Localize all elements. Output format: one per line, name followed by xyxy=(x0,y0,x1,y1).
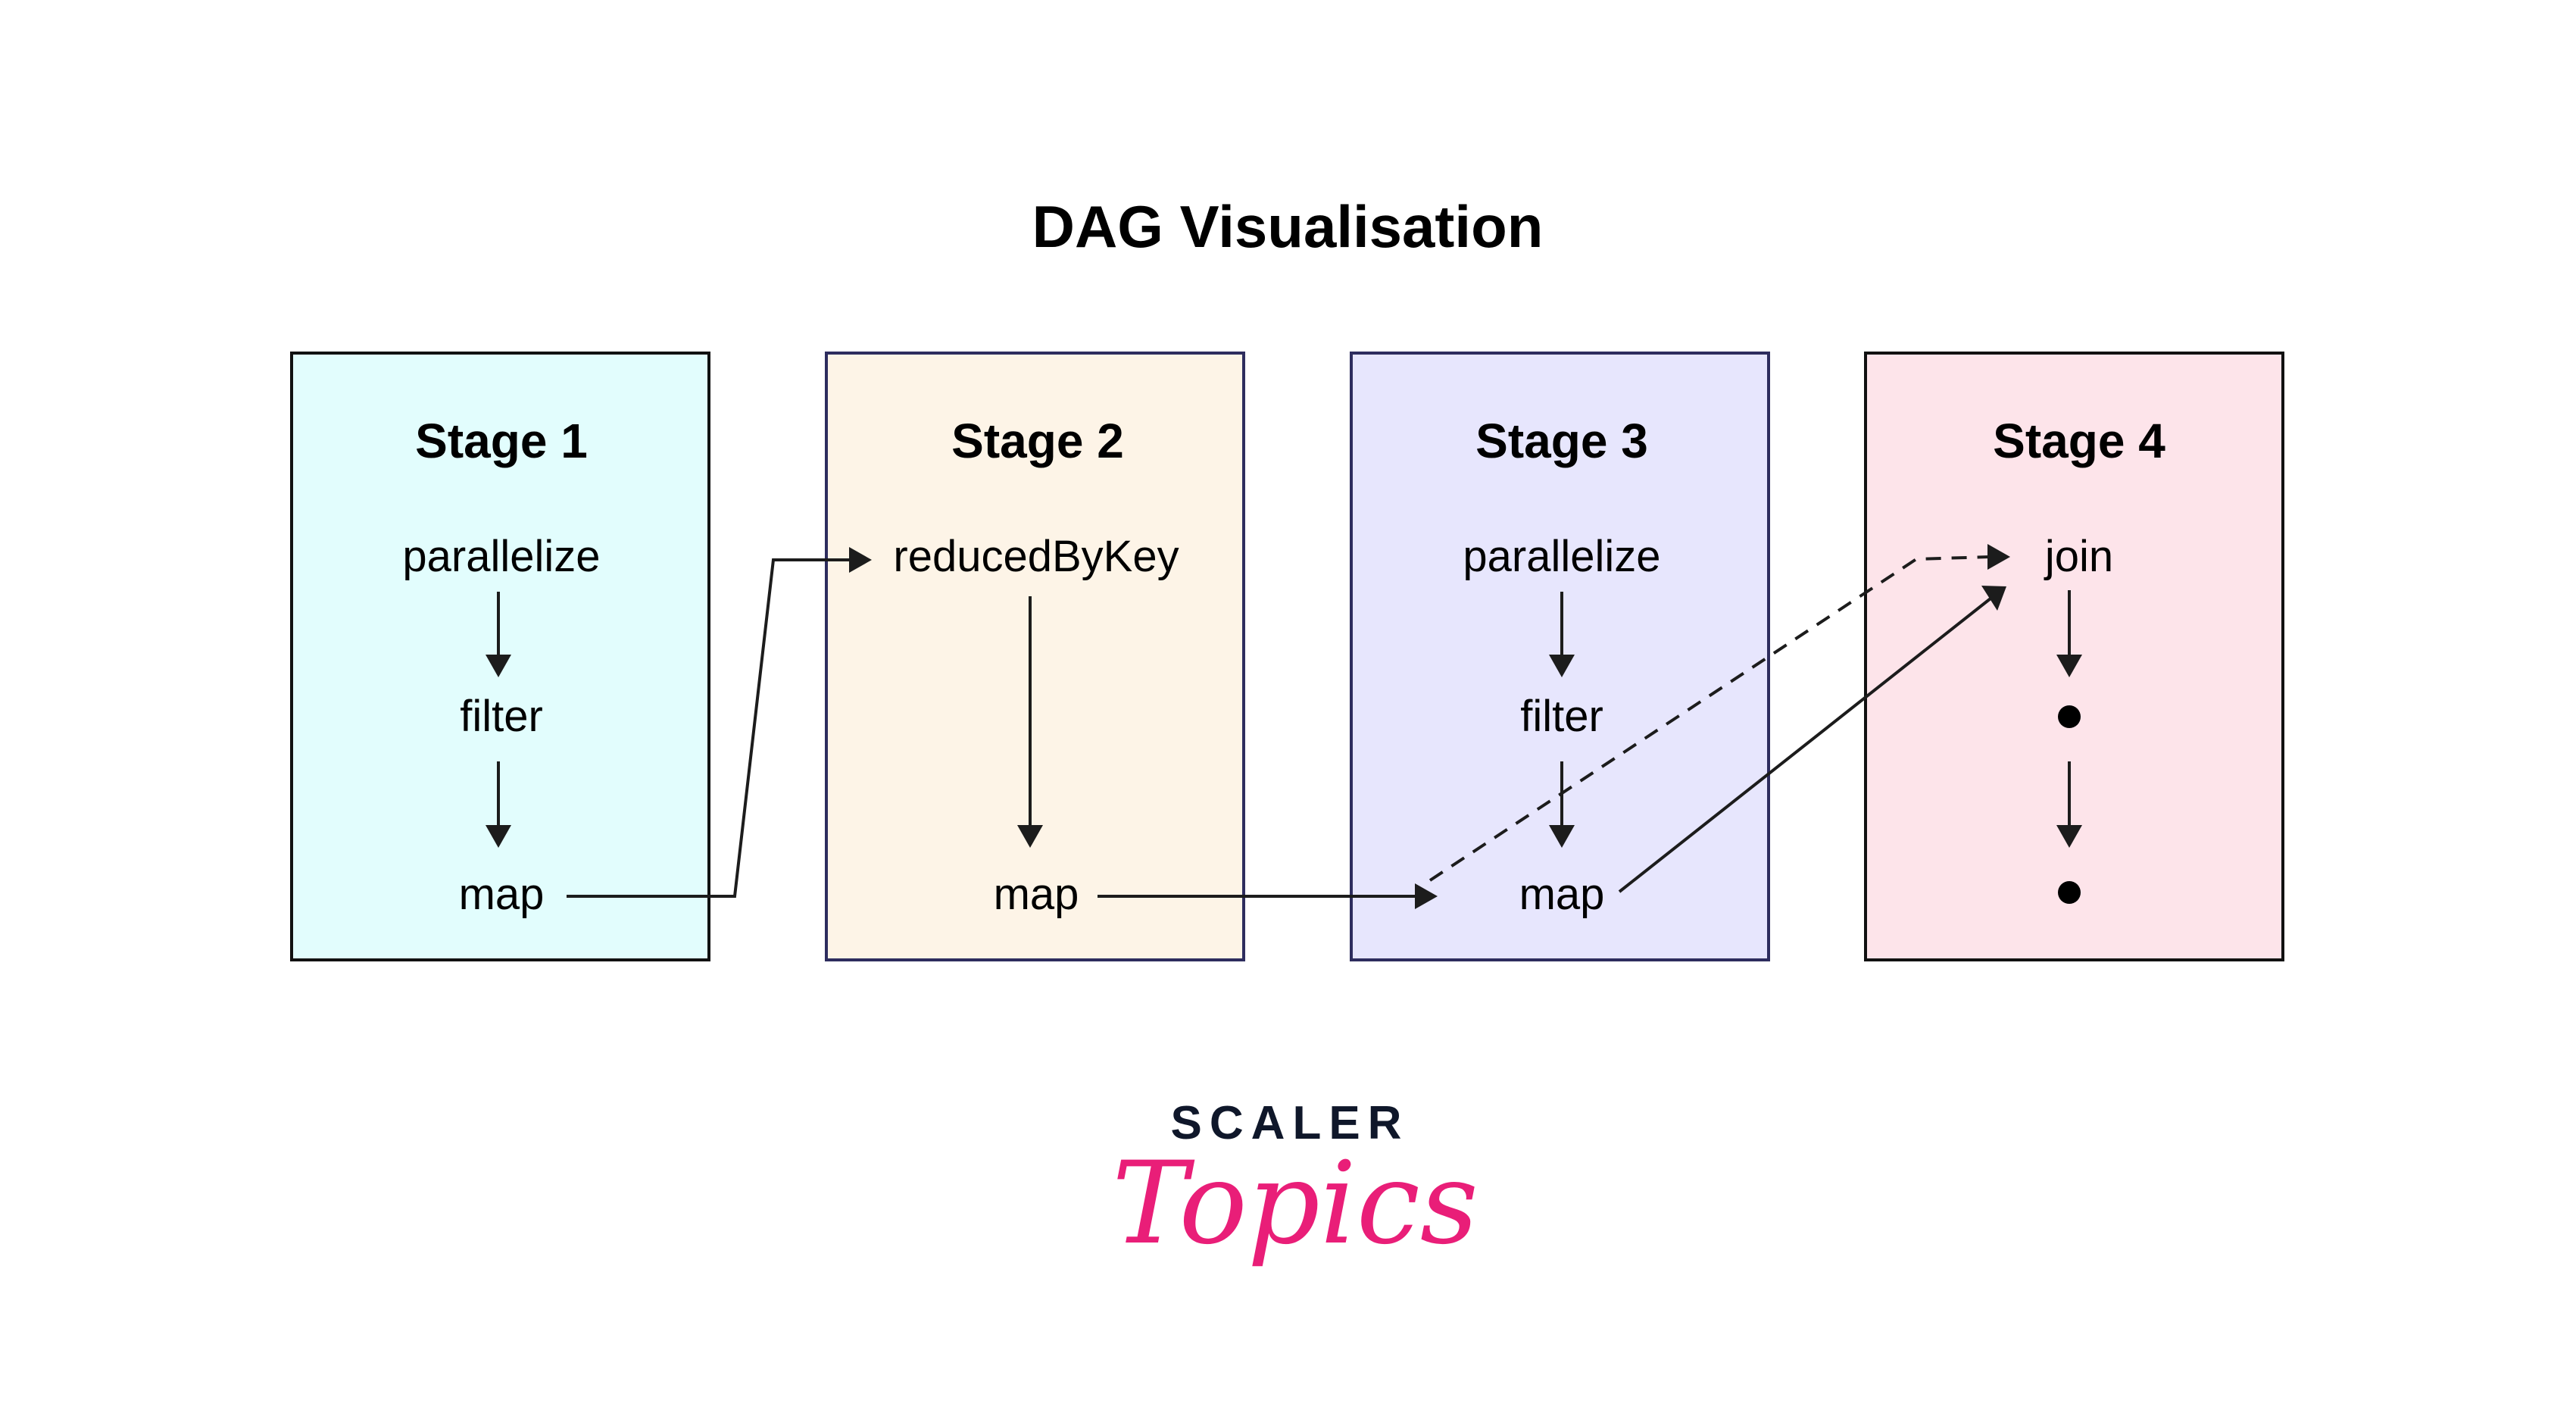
stage-4-op-join: join xyxy=(2044,532,2113,581)
arrowhead-s3-input xyxy=(1415,883,1438,909)
stage-1-title: Stage 1 xyxy=(415,414,588,468)
stage-1-op-parallelize: parallelize xyxy=(402,532,600,581)
logo-brand-text: SCALER xyxy=(1171,1097,1410,1149)
stage-3-title: Stage 3 xyxy=(1475,414,1648,468)
stage-1-op-map: map xyxy=(459,870,545,919)
stage-3-op-map: map xyxy=(1519,870,1605,919)
edge-s3-dashed-to-s4-join xyxy=(1429,555,1991,882)
arrowhead-s4-dot1 xyxy=(2056,655,2082,677)
stage-3-op-parallelize: parallelize xyxy=(1463,532,1660,581)
stage-3-box xyxy=(1350,352,1770,961)
stage-2: Stage 2 reducedByKey map xyxy=(825,352,1245,961)
diagram-title: DAG Visualisation xyxy=(1032,193,1544,260)
stage-4-dot-1 xyxy=(2058,705,2081,728)
stage-2-title: Stage 2 xyxy=(951,414,1124,468)
arrowhead-s4-join-solid xyxy=(1981,586,2006,611)
stage-4-dot-2 xyxy=(2058,881,2081,904)
stage-1-op-filter: filter xyxy=(460,692,543,741)
stage-2-op-reducedbykey: reducedByKey xyxy=(893,532,1179,581)
logo-product-text: Topics xyxy=(1112,1138,1478,1270)
stage-1: Stage 1 parallelize filter map xyxy=(290,352,710,961)
stage-3-op-filter: filter xyxy=(1520,692,1603,741)
edge-s3-map-to-s4-join xyxy=(1618,597,1992,893)
arrowhead-s3-filter xyxy=(1549,655,1575,677)
stage-4-title: Stage 4 xyxy=(1993,414,2165,468)
scaler-topics-logo: SCALER Topics xyxy=(1112,1097,1478,1270)
edges xyxy=(486,544,2082,909)
edge-s1-map-to-s2-reducedbykey xyxy=(567,558,852,898)
arrowhead-s3-map xyxy=(1549,825,1575,848)
arrowhead-s4-dot2 xyxy=(2056,825,2082,848)
arrowhead-s1-map xyxy=(486,825,511,848)
stage-3: Stage 3 parallelize filter map xyxy=(1350,352,1770,961)
arrowhead-s2-map xyxy=(1017,825,1043,848)
arrowhead-s1-filter xyxy=(486,655,511,677)
stage-2-op-map: map xyxy=(994,870,1079,919)
stage-2-box xyxy=(825,352,1245,961)
arrowhead-s2-reducedbykey xyxy=(849,547,872,573)
arrowhead-s4-join-dashed xyxy=(1987,544,2010,570)
